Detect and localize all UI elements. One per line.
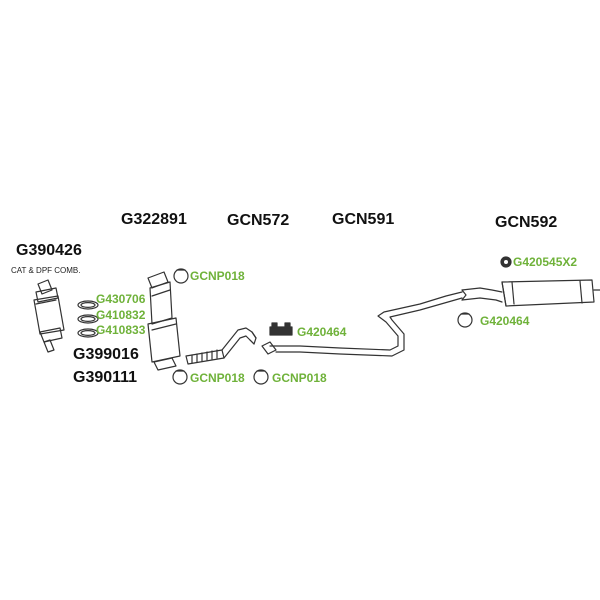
clamp-ring-icon (172, 369, 188, 385)
rubber-mount-icon (500, 256, 512, 268)
accessory-label-clamp: GCNP018 (190, 371, 245, 385)
accessory-label-gasket: G430706 (96, 292, 146, 306)
front-pipe-part (147, 271, 181, 371)
accessory-label-rubber: G420545X2 (513, 255, 578, 269)
part-note-cat-dpf: CAT & DPF COMB. (11, 266, 81, 275)
part-label-front-unit-b: G390111 (73, 369, 138, 386)
rear-silencer-part (461, 279, 600, 307)
rubber-mount-icon (269, 322, 293, 336)
part-label-rear-silencer: GCN592 (495, 214, 558, 231)
part-label-center-pipe: GCN572 (227, 212, 290, 229)
center-pipe-part (185, 327, 257, 365)
accessory-label-clamp: GCNP018 (190, 269, 245, 283)
clamp-ring-icon (253, 369, 269, 385)
part-label-front-pipe: G322891 (121, 211, 187, 228)
gasket-ring-icon (77, 300, 99, 310)
middle-pipe-part (261, 291, 463, 357)
accessory-label-clamp: GCNP018 (272, 371, 327, 385)
gasket-ring-icon (77, 328, 99, 338)
clamp-ring-icon (173, 268, 189, 284)
part-label-middle-pipe: GCN591 (332, 211, 395, 228)
clamp-ring-icon (457, 312, 473, 328)
accessory-label-clamp-rear: G420464 (480, 314, 530, 328)
gasket-ring-icon (77, 314, 99, 324)
accessory-label-gasket: G410833 (96, 323, 146, 337)
accessory-label-mount: G420464 (297, 325, 347, 339)
accessory-label-gasket: G410832 (96, 308, 146, 322)
catalytic-converter-part (33, 279, 65, 353)
part-label-front-unit-a: G399016 (73, 346, 139, 363)
part-label-cat-dpf: G390426 (16, 242, 82, 259)
